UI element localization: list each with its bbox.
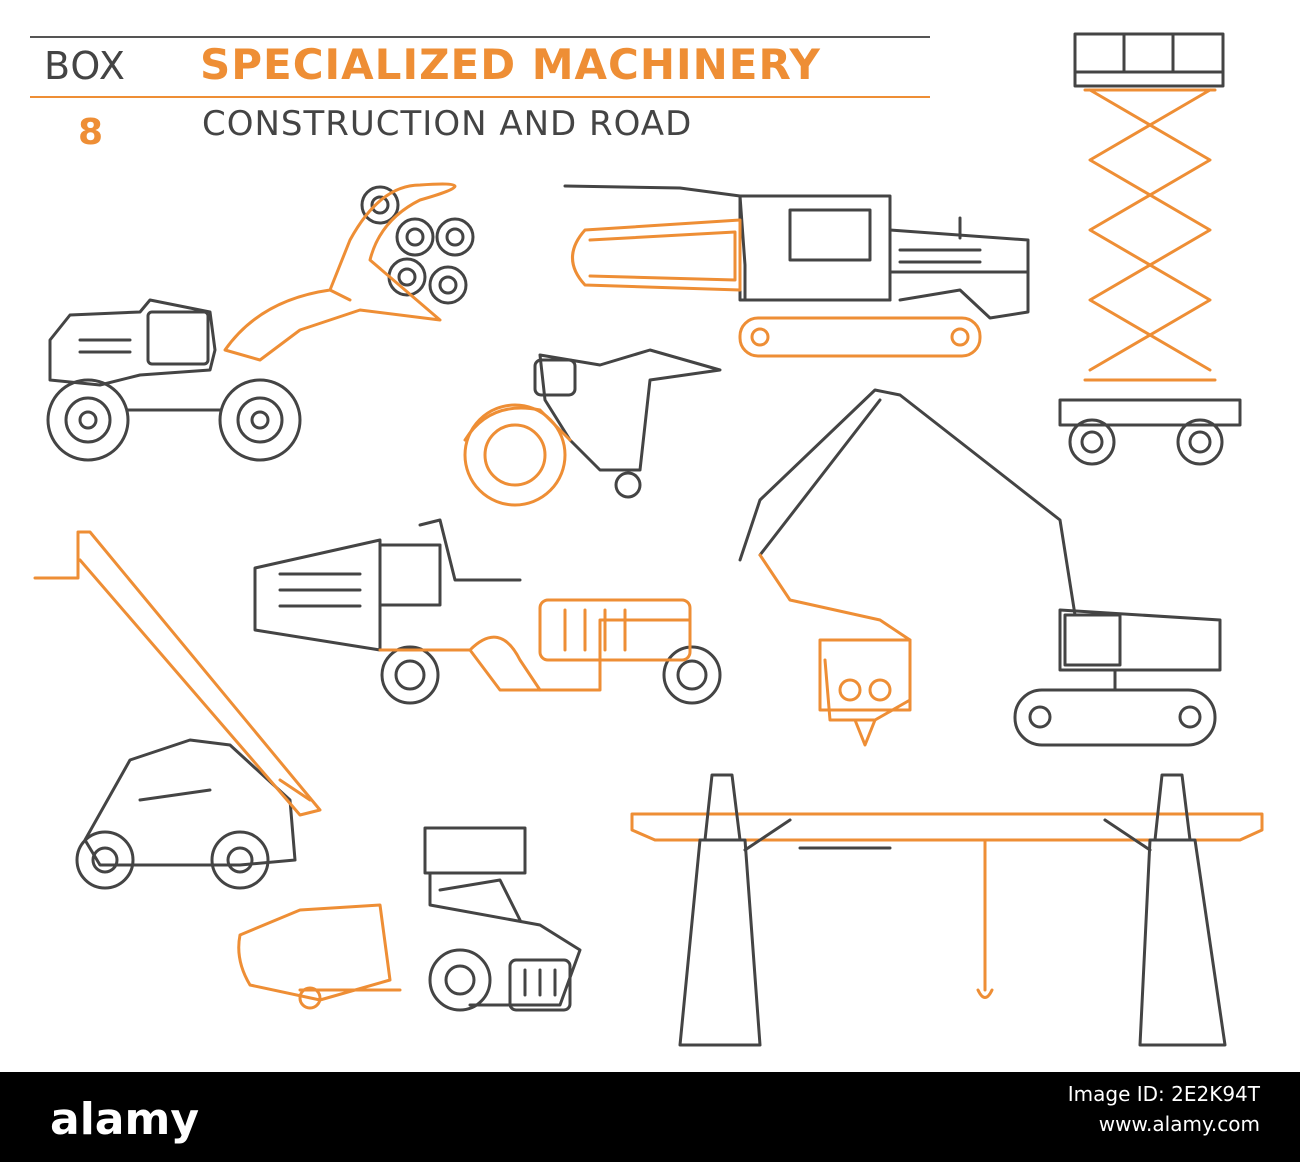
- image-id-text: Image ID: 2E2K94T: [1067, 1082, 1260, 1106]
- alamy-logo: alamy: [50, 1094, 199, 1144]
- title-rule: [30, 96, 930, 98]
- footer-bar: alamy Image ID: 2E2K94T www.alamy.com: [0, 1072, 1300, 1162]
- header: BOX SPECIALIZED MACHINERY 8 CONSTRUCTION…: [0, 0, 940, 160]
- gantry-crane: [630, 773, 1264, 1047]
- telehandler: [33, 530, 322, 890]
- page-title: SPECIALIZED MACHINERY: [200, 40, 821, 89]
- concrete-saw: [463, 348, 722, 507]
- scissor-lift: [1058, 32, 1242, 466]
- top-rule: [30, 36, 930, 38]
- site-url-text: www.alamy.com: [1098, 1112, 1260, 1136]
- pile-driver-excavator: [738, 388, 1222, 747]
- svg-text:alamy: alamy: [50, 1094, 199, 1144]
- watermark-info: Image ID: 2E2K94T www.alamy.com: [1068, 1082, 1260, 1136]
- timber-loader-tractor: [46, 182, 475, 462]
- asphalt-mixer-tractor: [253, 518, 722, 705]
- road-grader: [237, 826, 582, 1012]
- box-label: BOX: [44, 44, 126, 88]
- trencher-excavator: [563, 184, 1030, 358]
- machinery-illustrations: [33, 32, 1264, 1047]
- box-number: 8: [78, 112, 104, 153]
- page-subtitle: CONSTRUCTION AND ROAD: [202, 104, 693, 144]
